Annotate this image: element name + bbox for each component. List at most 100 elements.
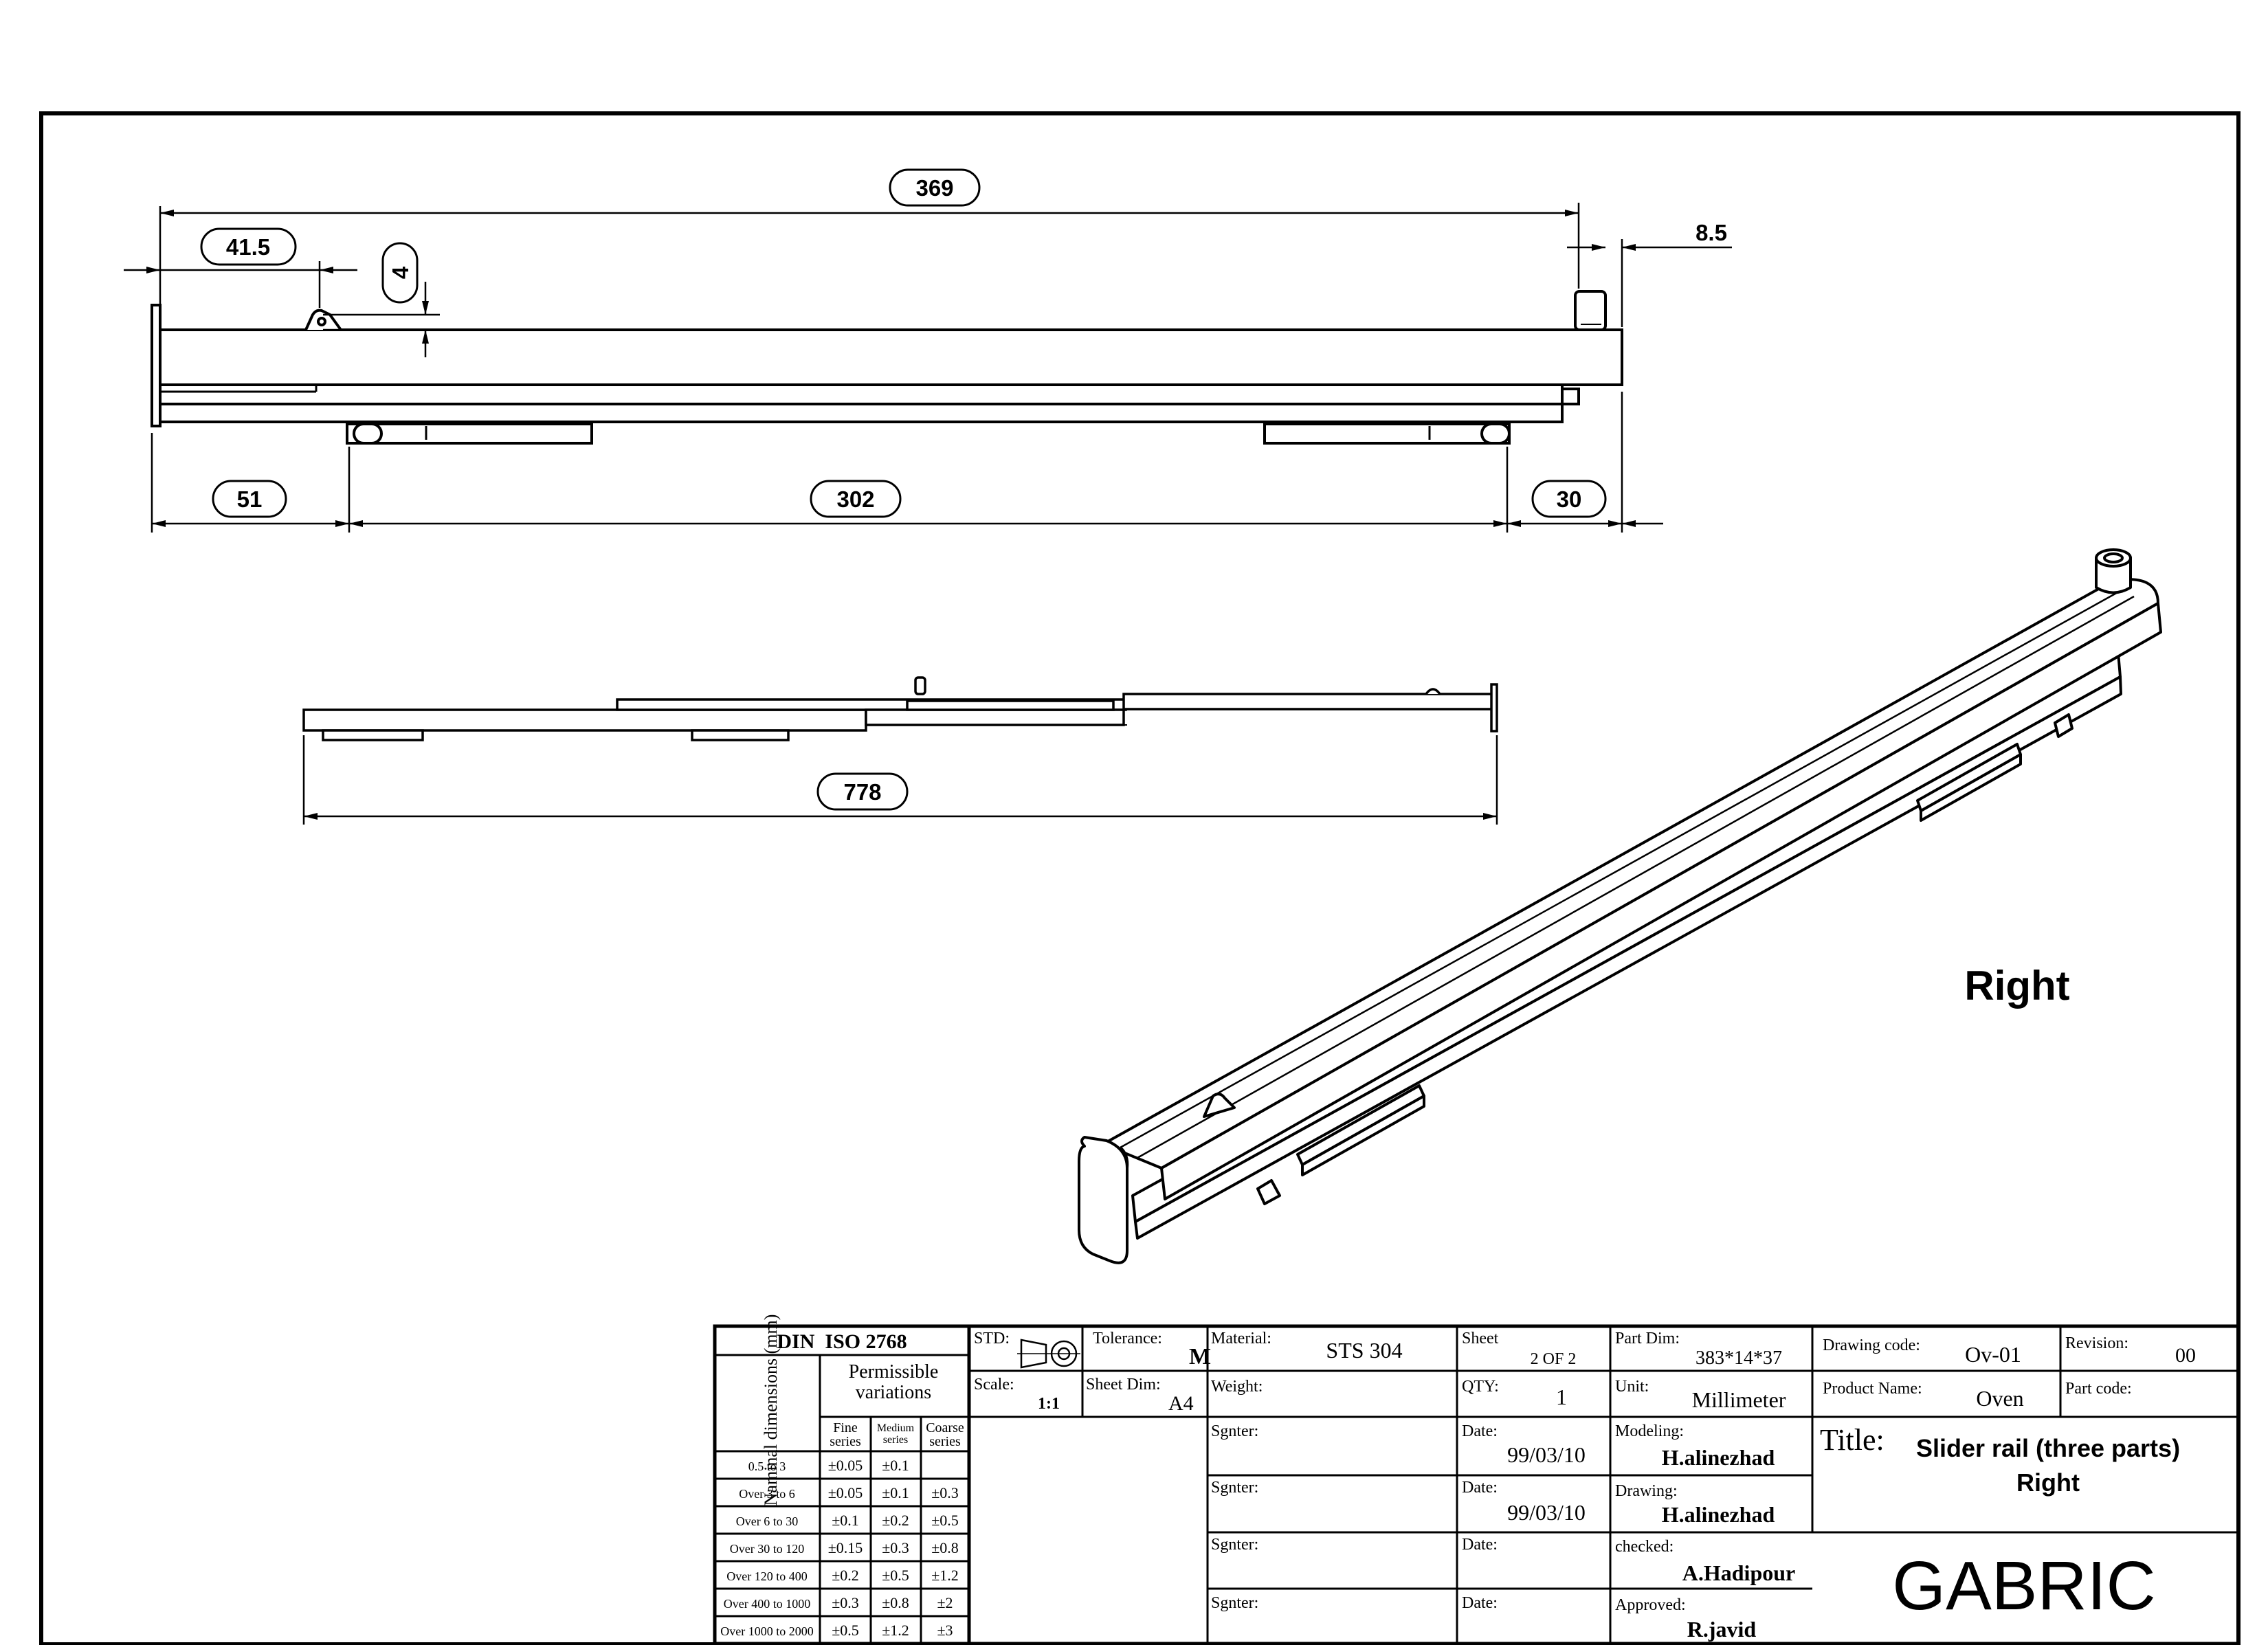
qty-label: QTY: [1462,1378,1499,1396]
sgnter-label-4: Sgnter: [1211,1594,1258,1612]
scale-value: 1:1 [1038,1395,1060,1413]
tol-range-1: Over 3 to 6 [739,1487,794,1501]
sheet-label: Sheet [1462,1330,1499,1347]
revision-value: 00 [2175,1344,2196,1367]
company-logo: GABRIC [1892,1547,2155,1624]
sheet-dim-value: A4 [1168,1392,1194,1415]
approved-label: Approved: [1615,1596,1686,1614]
tolerance-value: M [1189,1344,1211,1369]
tolerance-label: Tolerance: [1093,1330,1162,1347]
drawing-label: Drawing: [1615,1482,1678,1500]
product-name-value: Oven [1976,1386,2023,1411]
std-label: STD: [974,1330,1010,1347]
dim-51: 51 [237,486,263,512]
tol-medium-5: ±0.8 [882,1594,909,1611]
extended-view [302,676,1498,741]
dim-302: 302 [836,486,874,512]
weight-label: Weight: [1211,1378,1263,1396]
sgnter-label-3: Sgnter: [1211,1536,1258,1554]
tol-coarse-4: ±1.2 [931,1567,959,1584]
tol-medium-4: ±0.5 [882,1567,909,1584]
tol-range-5: Over 400 to 1000 [724,1597,810,1611]
date-label-3: Date: [1462,1536,1498,1554]
drawing-value: H.alinezhad [1662,1502,1775,1527]
tol-range-4: Over 120 to 400 [726,1569,807,1583]
checked-value: A.Hadipour [1682,1560,1795,1585]
title-line-2: Right [2016,1468,2080,1497]
approved-value: R.javid [1687,1617,1757,1642]
date-label-2: Date: [1462,1479,1498,1497]
tol-medium-6: ±1.2 [882,1622,909,1639]
tol-coarse-1: ±0.3 [931,1484,959,1501]
tol-fine-1: ±0.05 [828,1484,863,1501]
front-view-dimensions [124,203,1732,533]
sheet-dim-label: Sheet Dim: [1086,1376,1161,1394]
dim-8-5: 8.5 [1696,220,1727,245]
tol-medium-2: ±0.2 [882,1512,909,1529]
front-view [151,290,1623,445]
part-code-label: Part code: [2065,1380,2132,1398]
material-label: Material: [1211,1330,1271,1347]
nominal-header: Naminal dimensions (mm) [761,1314,781,1506]
date-label-4: Date: [1462,1594,1498,1612]
tol-fine-4: ±0.2 [832,1567,859,1584]
tolerance-standard: DIN ISO 2768 [777,1330,907,1353]
date-value-2: 99/03/10 [1507,1500,1586,1525]
drawing-code-label: Drawing code: [1823,1336,1920,1354]
projection-symbol-icon [1017,1339,1080,1369]
drawing-code-value: Ov-01 [1965,1342,2021,1367]
material-value: STS 304 [1326,1338,1402,1363]
coarse-header-2: series [929,1434,961,1449]
variations-header-2: variations [856,1382,931,1403]
medium-header-2: series [883,1434,908,1446]
coarse-header: Coarse [926,1420,964,1435]
tol-medium-1: ±0.1 [882,1484,909,1501]
product-name-label: Product Name: [1823,1380,1922,1398]
tol-coarse-6: ±3 [937,1622,953,1639]
dim-41-5: 41.5 [226,234,270,260]
unit-label: Unit: [1615,1378,1649,1396]
tol-coarse-3: ±0.8 [931,1539,959,1556]
extended-view-dimension [302,735,1498,825]
dim-778: 778 [843,779,881,805]
part-dim-value: 383*14*37 [1696,1347,1782,1369]
tol-coarse-5: ±2 [937,1594,953,1611]
dim-369: 369 [915,175,953,201]
isometric-view [1078,548,2162,1264]
tol-range-6: Over 1000 to 2000 [720,1624,813,1638]
tol-range-2: Over 6 to 30 [736,1514,798,1528]
modeling-label: Modeling: [1615,1422,1684,1440]
unit-value: Millimeter [1692,1387,1786,1412]
qty-value: 1 [1556,1385,1567,1409]
date-label-1: Date: [1462,1422,1498,1440]
fine-header-2: series [830,1434,861,1449]
modeling-value: H.alinezhad [1662,1445,1775,1470]
variations-header: Permissible [849,1361,939,1383]
title-label: Title: [1820,1423,1885,1457]
tol-medium-0: ±0.1 [882,1457,909,1474]
tol-medium-3: ±0.3 [882,1539,909,1556]
tol-fine-6: ±0.5 [832,1622,859,1639]
tol-fine-0: ±0.05 [828,1457,863,1474]
tol-range-0: 0.5 to 3 [748,1459,786,1473]
view-label: Right [1964,963,2069,1009]
tol-coarse-2: ±0.5 [931,1512,959,1529]
scale-label: Scale: [974,1376,1014,1394]
tol-fine-2: ±0.1 [832,1512,859,1529]
title-line-1: Slider rail (three parts) [1916,1434,2180,1462]
part-dim-label: Part Dim: [1615,1330,1680,1347]
dimension-bubbles [200,168,1607,811]
checked-label: checked: [1615,1538,1674,1556]
tol-fine-5: ±0.3 [832,1594,859,1611]
dim-30: 30 [1557,486,1582,512]
tol-fine-3: ±0.15 [828,1539,863,1556]
sgnter-label-2: Sgnter: [1211,1479,1258,1497]
tol-range-3: Over 30 to 120 [730,1542,804,1556]
revision-label: Revision: [2065,1334,2128,1352]
sheet-value: 2 OF 2 [1531,1350,1577,1368]
date-value-1: 99/03/10 [1507,1442,1586,1467]
title-block-grid [967,1324,2241,1645]
fine-header: Fine [833,1420,858,1435]
